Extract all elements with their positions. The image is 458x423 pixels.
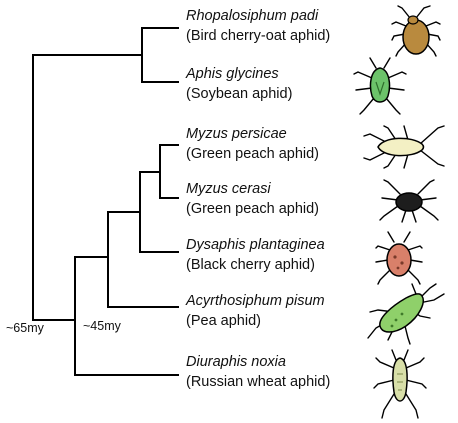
scientific-name: Myzus cerasi — [186, 179, 319, 199]
divergence-label-inner: ~45my — [83, 319, 121, 333]
aphid-icon-myzus-cerasi — [378, 176, 444, 226]
aphid-body — [371, 68, 390, 102]
scientific-name: Dysaphis plantaginea — [186, 235, 325, 255]
common-name: (Soybean aphid) — [186, 84, 292, 104]
taxon-label-rhopalosiphum-padi: Rhopalosiphum padi (Bird cherry-oat aphi… — [186, 6, 330, 46]
aphid-icon-myzus-persicae — [362, 122, 446, 172]
divergence-label-root: ~65my — [6, 321, 44, 335]
taxon-label-dysaphis-plantaginea: Dysaphis plantaginea (Black cherry aphid… — [186, 235, 325, 275]
aphid-icon-diuraphis-noxia — [372, 348, 428, 420]
common-name: (Black cherry aphid) — [186, 255, 325, 275]
common-name: (Pea aphid) — [186, 311, 325, 331]
common-name: (Green peach aphid) — [186, 144, 319, 164]
aphid-body — [393, 358, 407, 401]
common-name: (Russian wheat aphid) — [186, 372, 330, 392]
taxon-label-diuraphis-noxia: Diuraphis noxia (Russian wheat aphid) — [186, 352, 330, 392]
taxon-label-myzus-persicae: Myzus persicae (Green peach aphid) — [186, 124, 319, 164]
aphid-icon-acyrthosiphum-pisum — [364, 282, 448, 346]
aphid-icon-dysaphis-plantaginea — [374, 230, 424, 286]
aphid-icon-rhopalosiphum-padi — [388, 4, 444, 60]
aphid-icon-aphis-glycines — [352, 56, 408, 116]
aphid-body — [378, 138, 424, 155]
common-name: (Bird cherry-oat aphid) — [186, 26, 330, 46]
scientific-name: Myzus persicae — [186, 124, 319, 144]
aphid-body — [396, 193, 422, 211]
scientific-name: Rhopalosiphum padi — [186, 6, 330, 26]
scientific-name: Diuraphis noxia — [186, 352, 330, 372]
aphid-body — [403, 20, 429, 54]
scientific-name: Acyrthosiphum pisum — [186, 291, 325, 311]
taxon-label-aphis-glycines: Aphis glycines (Soybean aphid) — [186, 64, 292, 104]
taxon-label-myzus-cerasi: Myzus cerasi (Green peach aphid) — [186, 179, 319, 219]
aphid-body — [387, 244, 411, 276]
taxon-label-acyrthosiphum-pisum: Acyrthosiphum pisum (Pea aphid) — [186, 291, 325, 331]
scientific-name: Aphis glycines — [186, 64, 292, 84]
common-name: (Green peach aphid) — [186, 199, 319, 219]
